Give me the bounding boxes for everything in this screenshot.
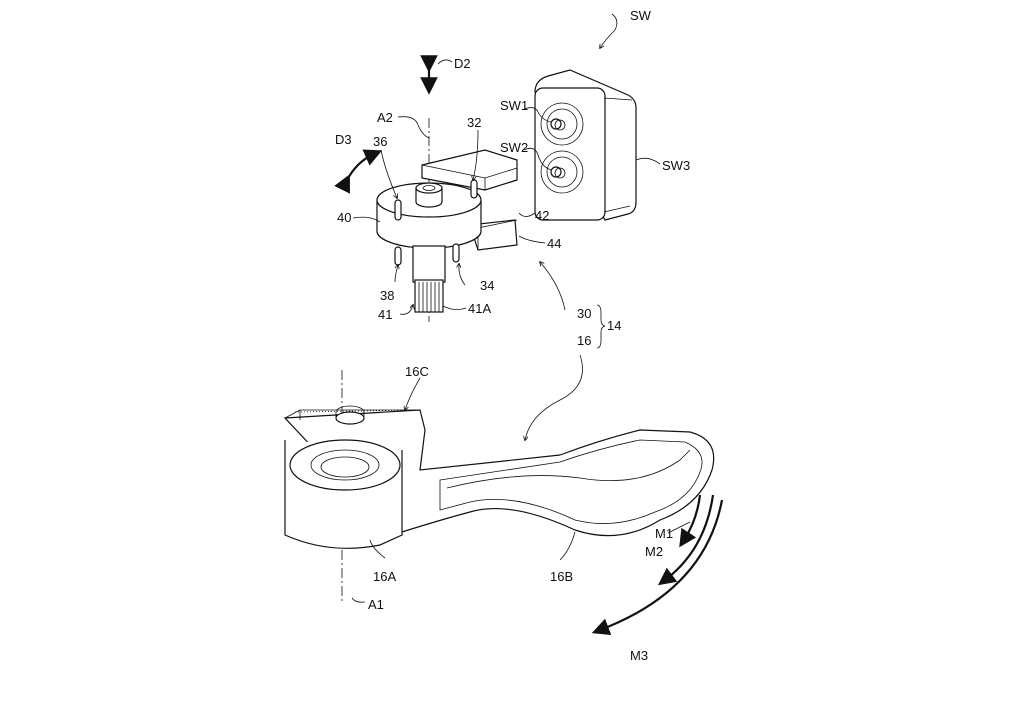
label-m1: M1: [655, 526, 673, 541]
label-16a: 16A: [373, 569, 396, 584]
label-40: 40: [337, 210, 351, 225]
label-38: 38: [380, 288, 394, 303]
m2-arrow: [657, 494, 715, 586]
label-34: 34: [480, 278, 494, 293]
label-32: 32: [467, 115, 481, 130]
label-m2: M2: [645, 544, 663, 559]
label-d3: D3: [335, 132, 352, 147]
label-30: 30: [577, 306, 591, 321]
label-36: 36: [373, 134, 387, 149]
label-sw1: SW1: [500, 98, 528, 113]
label-sw3: SW3: [662, 158, 690, 173]
m1-arrow: [679, 494, 702, 548]
label-sw2: SW2: [500, 140, 528, 155]
label-42: 42: [535, 208, 549, 223]
reference-labels: SW SW1 SW2 SW3 D2 A2 D3 36 32 40 42 44 3…: [335, 8, 690, 663]
label-d2: D2: [454, 56, 471, 71]
switch-unit: [534, 69, 637, 221]
label-m3: M3: [630, 648, 648, 663]
rotary-unit: [334, 55, 518, 322]
label-16c: 16C: [405, 364, 429, 379]
label-sw: SW: [630, 8, 652, 23]
label-16b: 16B: [550, 569, 573, 584]
label-a1: A1: [368, 597, 384, 612]
label-14: 14: [607, 318, 621, 333]
m3-arrow: [591, 499, 724, 636]
label-a2: A2: [377, 110, 393, 125]
label-41a: 41A: [468, 301, 491, 316]
lever: [283, 370, 715, 604]
leader-lines: [351, 13, 691, 603]
label-44: 44: [547, 236, 561, 251]
label-41: 41: [378, 307, 392, 322]
label-16: 16: [577, 333, 591, 348]
